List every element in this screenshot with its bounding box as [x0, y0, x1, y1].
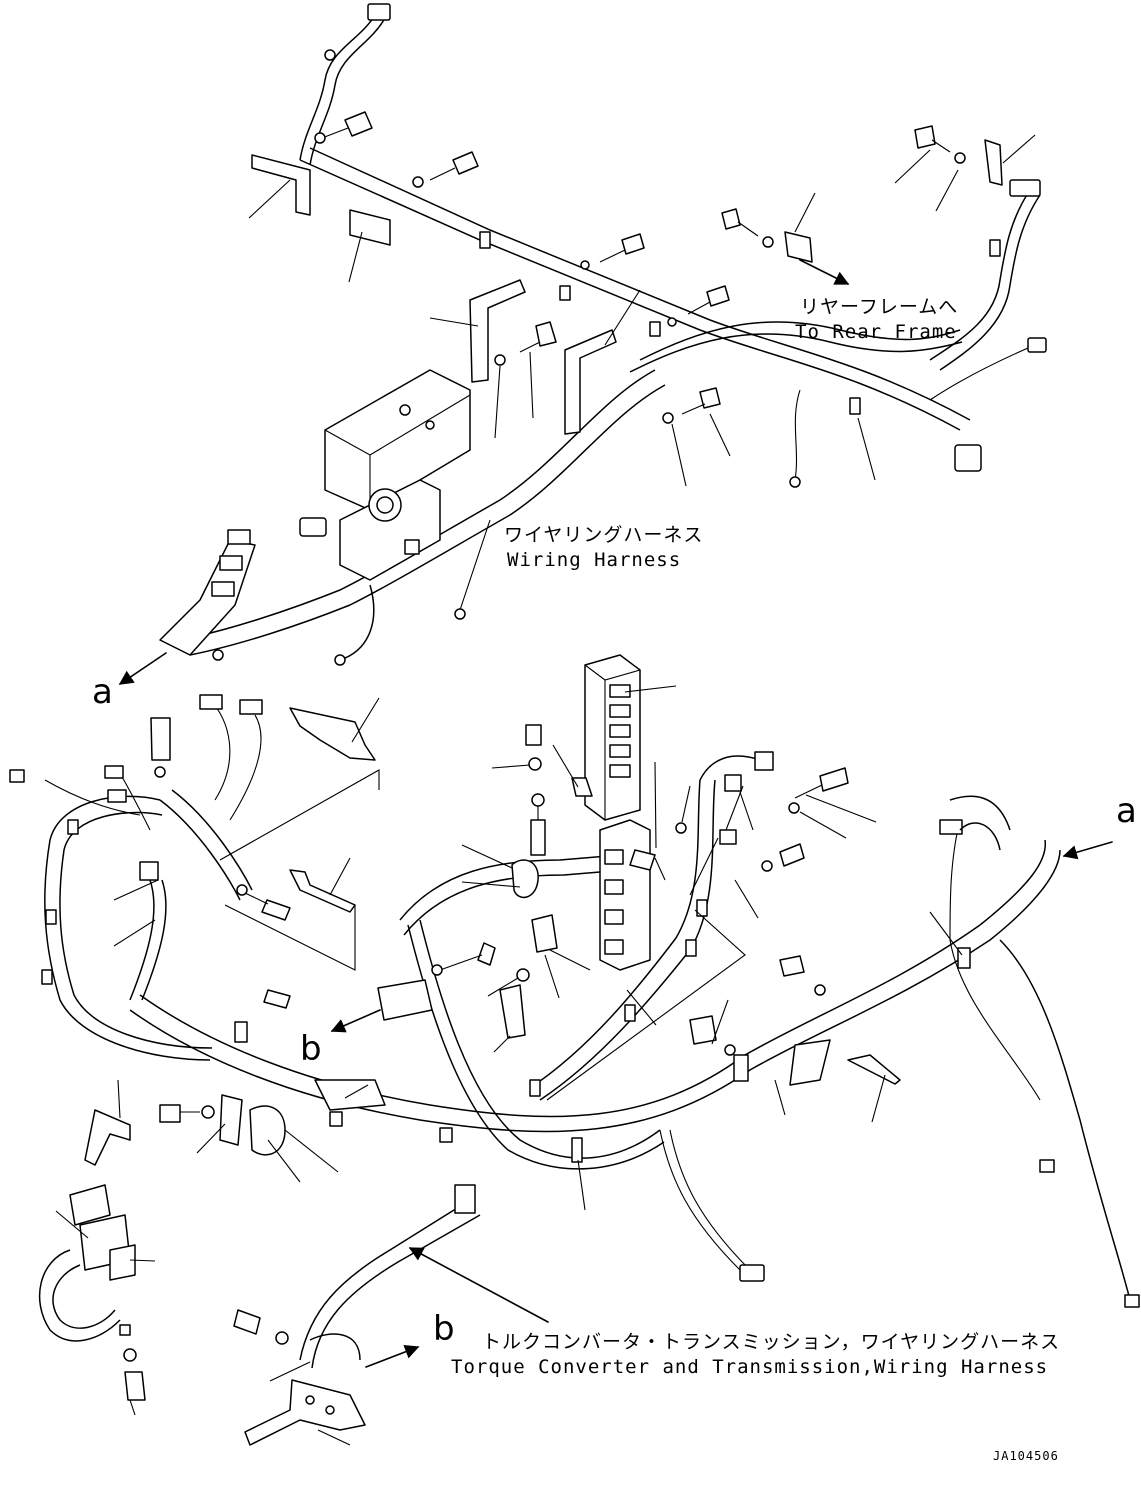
ref-a-left: a: [92, 672, 113, 712]
upper-harness-assembly: [159, 3, 1047, 666]
rear-frame-label-jp: リヤーフレームへ: [800, 296, 958, 318]
rear-frame-label-en: To Rear Frame: [795, 321, 957, 343]
torque-converter-label-jp: トルクコンバータ・トランスミッション，ワイヤリングハーネス: [482, 1331, 1060, 1353]
drawing-code: JA104506: [993, 1449, 1059, 1463]
ref-b-left: b: [300, 1029, 322, 1069]
lower-harness-assembly: [9, 652, 1140, 1446]
wiring-harness-label-en: Wiring Harness: [507, 549, 681, 571]
torque-converter-label-en: Torque Converter and Transmission,Wiring…: [451, 1356, 1048, 1378]
wiring-harness-label-jp: ワイヤリングハーネス: [504, 524, 703, 546]
ref-b-bottom: b: [433, 1309, 455, 1349]
ref-a-right: a: [1116, 791, 1137, 831]
